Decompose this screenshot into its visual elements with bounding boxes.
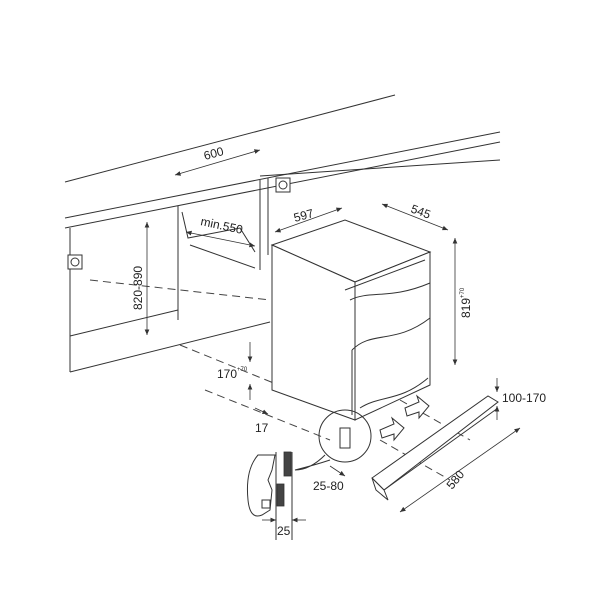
label-plinth-height: 170 <box>217 367 237 381</box>
label-appliance-width: 597 <box>292 206 315 225</box>
label-niche-width: 600 <box>202 144 225 163</box>
worktop <box>64 94 501 229</box>
label-plinth-offset: 17 <box>255 421 269 435</box>
label-detail-thickness: 25 <box>277 524 291 538</box>
label-kickplate-length: 580 <box>444 467 468 492</box>
dimension-lines <box>144 149 521 523</box>
label-plinth-height-tolerance: +70 <box>237 367 248 373</box>
detail-callout <box>294 409 372 471</box>
label-appliance-depth: 545 <box>409 202 433 222</box>
label-appliance-height: 819 <box>459 298 473 318</box>
label-niche-height: 820-890 <box>131 266 145 310</box>
plinth-detail-inset <box>247 451 293 540</box>
label-appliance-height-group: 819 +70 <box>459 287 473 318</box>
kickplate <box>371 395 499 501</box>
fridge <box>270 219 432 421</box>
label-appliance-height-tolerance: +70 <box>460 287 466 298</box>
label-door-recess: 25-80 <box>313 479 344 493</box>
label-kickplate-height: 100-170 <box>502 391 546 405</box>
label-niche-min-width: min.550 <box>199 214 244 237</box>
arrow-icon <box>379 394 430 442</box>
power-socket-icon <box>67 177 291 270</box>
